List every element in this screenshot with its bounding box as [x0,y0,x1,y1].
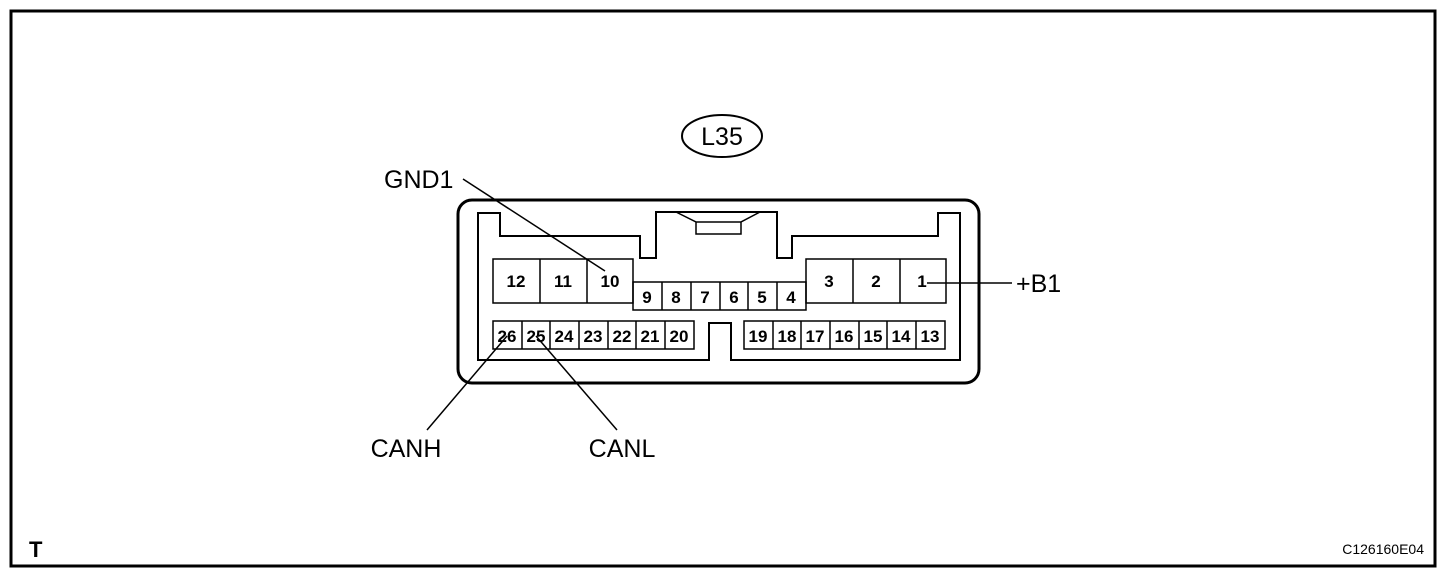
top-row-left-block [492,258,634,304]
pin-4: 4 [786,288,796,307]
pin-8: 8 [671,288,680,307]
pin-5: 5 [757,288,766,307]
pin-24: 24 [555,327,574,346]
pin-11: 11 [554,272,572,291]
pin-13: 13 [921,327,940,346]
connector-inner-outline [477,211,961,361]
pin-9: 9 [642,288,651,307]
pin-21: 21 [641,327,660,346]
pin-1: 1 [917,272,926,291]
canl-leader [535,335,618,431]
pin-10: 10 [601,272,620,291]
pin-3: 3 [824,272,833,291]
pin-22: 22 [613,327,632,346]
pin-16: 16 [835,327,854,346]
pin-7: 7 [700,288,709,307]
bottom-row-right-block [743,320,946,350]
pin-14: 14 [892,327,911,346]
gnd1-label: GND1 [384,166,453,194]
lock-tab [675,211,761,235]
top-row-right-block [805,258,947,304]
footer-tag: T [29,537,43,562]
pin-23: 23 [584,327,603,346]
pin-18: 18 [778,327,797,346]
pin-12: 12 [507,272,526,291]
figure-frame [9,9,1437,568]
canl-label: CANL [589,435,656,463]
pin-15: 15 [864,327,883,346]
connector-housing [456,198,981,385]
pin-17: 17 [806,327,825,346]
figure-code: C126160E04 [1342,541,1424,557]
top-row-center-block [632,281,807,311]
pin-2: 2 [871,272,880,291]
gnd1-leader [462,178,606,272]
connector-id: L35 [701,123,743,151]
connector-id-oval [681,114,763,158]
b1-label: +B1 [1016,270,1061,298]
canh-label: CANH [371,435,442,463]
pin-20: 20 [670,327,689,346]
canh-leader [426,335,508,431]
pin-19: 19 [749,327,768,346]
bottom-row-left-block [492,320,695,350]
pin-6: 6 [729,288,738,307]
